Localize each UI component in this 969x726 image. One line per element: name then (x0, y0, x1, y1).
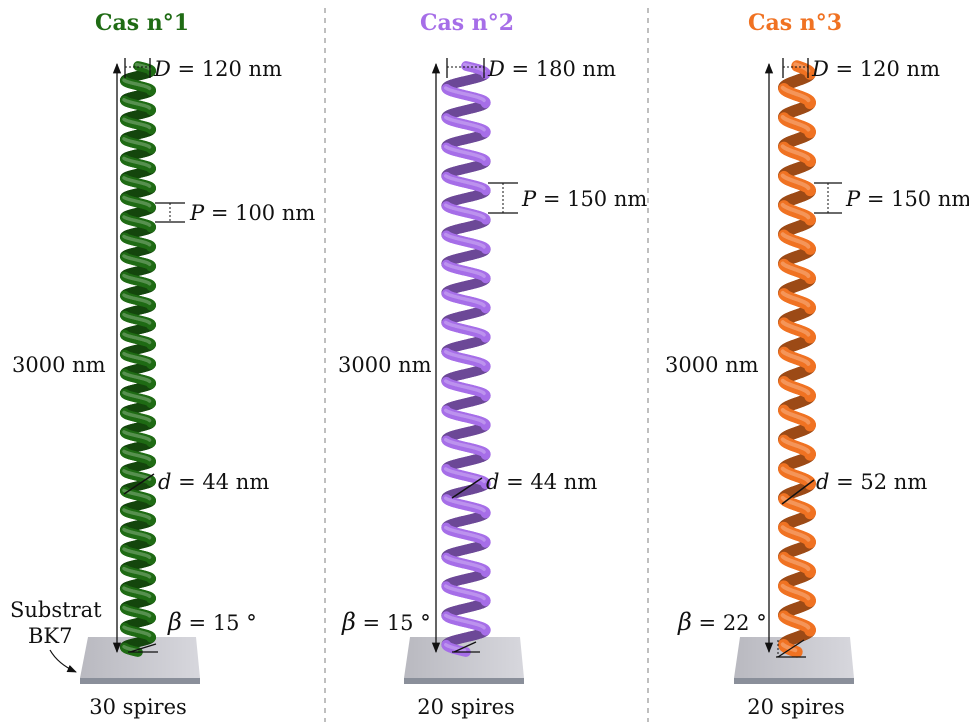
case-3-height-label: 3000 nm (665, 353, 759, 377)
substrate-label-line-1: Substrat (10, 598, 102, 622)
helix-highlight (483, 246, 484, 247)
case-2-height-label: 3000 nm (338, 353, 432, 377)
case-1-pitch-label: P = 100 nm (189, 201, 315, 225)
substrate-pointer-arrow (50, 650, 76, 672)
case-2-title: Cas n°2 (420, 10, 514, 36)
case-2-pitch-marker (488, 183, 518, 213)
case-1-turns-label: 30 spires (89, 695, 187, 719)
helix-highlight (483, 627, 484, 628)
helix-highlight (483, 217, 484, 218)
case-3-angle-label: β = 22 ° (677, 608, 767, 636)
helix-highlight (793, 650, 795, 651)
case-1-diameter-label: D = 120 nm (153, 57, 282, 81)
helix-highlight (483, 598, 484, 599)
case-3-wire-label: d = 52 nm (816, 470, 927, 494)
case-2-helix (446, 65, 486, 652)
helix-highlight (483, 305, 484, 306)
helix-highlight (483, 363, 484, 364)
case-1-pitch-marker (155, 203, 185, 222)
case-2-pitch-label: P = 150 nm (521, 187, 647, 211)
substrate-label-line-2: BK7 (28, 624, 72, 648)
helix-highlight (483, 334, 484, 335)
case-2-angle-label: β = 15 ° (341, 608, 431, 636)
helix-highlight (483, 569, 484, 570)
helix-highlight (483, 100, 484, 101)
case-1-wire-label: d = 44 nm (158, 470, 269, 494)
case-3-turns-label: 20 spires (747, 695, 845, 719)
helix-highlight (483, 129, 484, 130)
helix-highlight (483, 188, 484, 189)
helix-highlight (483, 481, 484, 482)
case-3-pitch-label: P = 150 nm (845, 187, 969, 211)
case-2-wire-label: d = 44 nm (486, 470, 597, 494)
helix-highlight (483, 393, 484, 394)
case-3-helix (783, 64, 810, 652)
helix-highlight (461, 650, 464, 651)
helix-highlight (483, 422, 484, 423)
case-2-diameter-label: D = 180 nm (487, 57, 616, 81)
case-2-substrate (404, 637, 524, 684)
case-3-diameter-label: D = 120 nm (811, 57, 940, 81)
case-1-height-label: 3000 nm (12, 353, 106, 377)
helix-highlight (483, 276, 484, 277)
case-2-turns-label: 20 spires (417, 695, 515, 719)
helix-highlight (483, 510, 484, 511)
case-3-title: Cas n°3 (748, 10, 842, 36)
case-1-angle-label: β = 15 ° (167, 608, 257, 636)
case-1-helix (124, 65, 151, 652)
case-1-title: Cas n°1 (95, 10, 189, 36)
helix-highlight (483, 451, 484, 452)
case-3-pitch-marker (814, 183, 842, 213)
case-3-panel: Cas n°3 D = 120 nm P = 150 nm 3000 nm d … (665, 10, 969, 719)
case-1-panel: Cas n°1 D = 120 nm P = 100 nm 3000 nm d … (10, 10, 315, 719)
helix-highlight (483, 539, 484, 540)
case-2-panel: Cas n°2 D = 180 nm P = 150 nm 3000 nm d … (338, 10, 647, 719)
helix-highlight (483, 158, 484, 159)
